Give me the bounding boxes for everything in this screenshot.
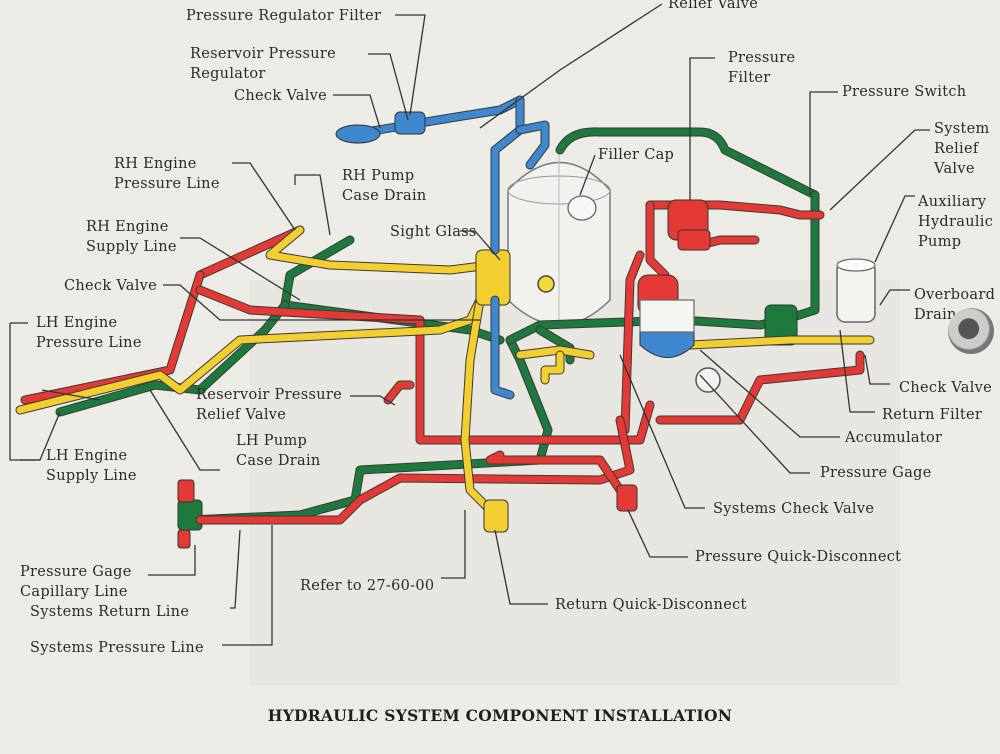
label-auxiliary-pump-3: Pump [918, 234, 961, 250]
label-pressure-gage-capillary-2: Capillary Line [20, 584, 128, 600]
label-system-relief-3: Valve [933, 161, 975, 177]
label-pressure-switch: Pressure Switch [842, 84, 966, 100]
label-rh-pump-case-drain-2: Case Drain [342, 188, 427, 204]
auxiliary-hydraulic-pump [836, 258, 876, 323]
label-reservoir-pressure-regulator-1: Reservoir Pressure [190, 46, 336, 62]
label-check-valve-left: Check Valve [64, 278, 157, 294]
label-reservoir-pressure-regulator-2: Regulator [190, 66, 266, 82]
label-rh-engine-pressure-1: RH Engine [114, 156, 197, 172]
label-lh-engine-supply-2: Supply Line [46, 468, 137, 484]
label-relief-valve: Relief Valve [668, 0, 758, 12]
label-systems-return-line: Systems Return Line [30, 604, 189, 620]
leader-lines [9, 3, 930, 646]
label-check-valve-top: Check Valve [234, 88, 327, 104]
label-refer-to: Refer to 27-60-00 [300, 578, 434, 594]
label-pressure-regulator-filter: Pressure Regulator Filter [186, 8, 381, 24]
label-overboard-drain-2: Drain [914, 307, 957, 323]
label-rh-engine-supply-1: RH Engine [86, 219, 169, 235]
label-check-valve-right: Check Valve [899, 380, 992, 396]
label-pressure-filter-2: Filter [728, 70, 770, 86]
label-reservoir-relief-2: Relief Valve [196, 407, 286, 423]
label-lh-engine-pressure-1: LH Engine [36, 315, 117, 331]
label-overboard-drain-1: Overboard [914, 287, 995, 303]
label-return-quick-disconnect: Return Quick-Disconnect [555, 597, 747, 613]
component-labels: Pressure Regulator Filter Relief Valve R… [20, 0, 995, 656]
label-rh-engine-pressure-2: Pressure Line [114, 176, 220, 192]
label-rh-engine-supply-2: Supply Line [86, 239, 177, 255]
label-pressure-quick-disconnect: Pressure Quick-Disconnect [695, 549, 901, 565]
label-system-relief-2: Relief [934, 141, 980, 157]
label-system-relief-1: System [934, 121, 990, 137]
red-lines [20, 199, 865, 549]
label-sight-glass: Sight Glass [390, 224, 477, 240]
label-return-filter: Return Filter [882, 407, 982, 423]
label-lh-pump-case-drain-2: Case Drain [236, 453, 321, 469]
label-auxiliary-pump-1: Auxiliary [917, 194, 987, 210]
label-lh-pump-case-drain-1: LH Pump [236, 433, 307, 449]
blue-lines [335, 95, 721, 400]
label-pressure-filter-1: Pressure [728, 50, 795, 66]
reservoir-tank [507, 150, 611, 330]
binder-ring-icon [948, 308, 994, 354]
sight-glass [537, 275, 555, 293]
label-pressure-gage: Pressure Gage [820, 465, 932, 481]
filler-cap [567, 195, 597, 221]
label-systems-check-valve: Systems Check Valve [713, 501, 874, 517]
label-filler-cap: Filler Cap [598, 147, 674, 163]
label-accumulator: Accumulator [844, 430, 942, 446]
diagram-title: HYDRAULIC SYSTEM COMPONENT INSTALLATION [267, 706, 733, 725]
label-lh-engine-supply-1: LH Engine [46, 448, 127, 464]
label-reservoir-relief-1: Reservoir Pressure [196, 387, 342, 403]
label-rh-pump-case-drain-1: RH Pump [342, 168, 414, 184]
label-auxiliary-pump-2: Hydraulic [918, 214, 993, 230]
label-pressure-gage-capillary-1: Pressure Gage [20, 564, 132, 580]
label-lh-engine-pressure-2: Pressure Line [36, 335, 142, 351]
label-systems-pressure-line: Systems Pressure Line [30, 640, 204, 656]
